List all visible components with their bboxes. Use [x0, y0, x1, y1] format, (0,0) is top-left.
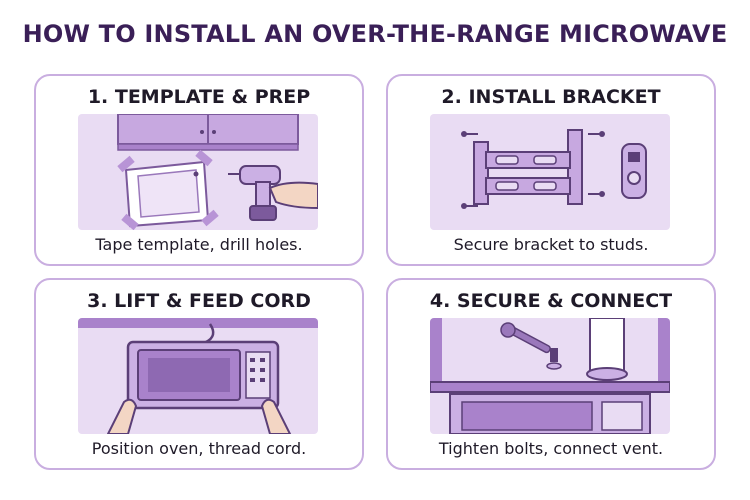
step-caption: Tighten bolts, connect vent.: [438, 439, 664, 458]
step-heading: 3. LIFT & FEED CORD: [87, 290, 311, 312]
stud-finder-icon: [621, 143, 647, 199]
microwave-icon: [126, 340, 280, 410]
page-title: HOW TO INSTALL AN OVER-THE-RANGE MICROWA…: [22, 20, 728, 48]
lift-illustration: [78, 318, 318, 434]
step-illustration: [78, 114, 318, 230]
step-illustration: [78, 318, 318, 434]
paper-template-icon: [124, 160, 210, 228]
step-card-2: 2. INSTALL BRACKET: [386, 74, 716, 266]
step-illustration: [430, 318, 670, 434]
wrench-icon: [500, 322, 551, 354]
microwave-icon: [449, 393, 651, 434]
step-caption: Position oven, thread cord.: [91, 439, 307, 458]
step-card-1: 1. TEMPLATE & PREP: [34, 74, 364, 266]
secure-illustration: [430, 318, 670, 434]
hands-icon: [106, 398, 292, 434]
step-heading: 1. TEMPLATE & PREP: [87, 86, 311, 108]
bolt-icon: [546, 348, 562, 370]
drill-icon: [228, 165, 281, 221]
tape-icon: [117, 149, 219, 230]
cabinet-icon: [117, 114, 299, 151]
template-prep-illustration: [78, 114, 318, 230]
step-card-3: 3. LIFT & FEED CORD: [34, 278, 364, 470]
step-caption: Tape template, drill holes.: [95, 235, 303, 254]
screw-icon: [461, 131, 605, 209]
step-card-4: 4. SECURE & CONNECT: [386, 278, 716, 470]
hand-icon: [268, 181, 318, 210]
step-heading: 4. SECURE & CONNECT: [429, 290, 673, 312]
vent-duct-icon: [586, 318, 628, 381]
step-caption: Secure bracket to studs.: [453, 235, 649, 254]
step-heading: 2. INSTALL BRACKET: [441, 86, 661, 108]
wall-bracket-icon: [473, 129, 583, 205]
bracket-illustration: [430, 114, 670, 230]
step-illustration: [430, 114, 670, 230]
